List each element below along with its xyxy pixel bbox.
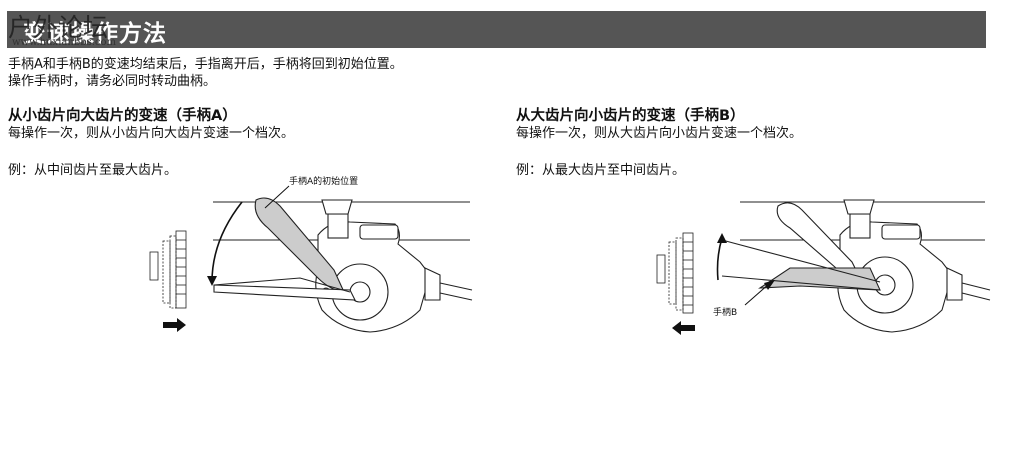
right-description: 每操作一次，则从大齿片向小齿片变速一个档次。 xyxy=(516,126,803,141)
right-cassette-sprockets xyxy=(656,232,694,314)
left-cassette-sprockets xyxy=(149,230,187,309)
right-callout-leader xyxy=(744,282,771,306)
left-shifter-body xyxy=(213,199,473,333)
left-lever-a xyxy=(213,197,356,301)
watermark-logo: 户外论坛 xyxy=(8,13,109,42)
left-callout-label: 手柄A的初始位置 xyxy=(289,177,359,187)
intro-line-1: 手柄A和手柄B的变速均结束后，手指离开后，手柄将回到初始位置。 xyxy=(8,57,403,72)
intro-line-2: 操作手柄时，请务必同时转动曲柄。 xyxy=(8,74,217,89)
right-motion-arc xyxy=(716,237,723,281)
right-callout-label: 手柄B xyxy=(713,308,738,318)
left-motion-arc xyxy=(211,201,243,283)
right-lever-b xyxy=(721,239,881,291)
left-example: 例：从中间齿片至最大齿片。 xyxy=(8,163,178,178)
right-shifter-body xyxy=(740,199,991,333)
right-heading: 从大齿片向小齿片的变速（手柄B） xyxy=(516,108,745,124)
watermark-url: www.huxianbbs.com xyxy=(12,37,117,48)
left-heading: 从小齿片向大齿片的变速（手柄A） xyxy=(8,108,237,124)
right-direction-arrow xyxy=(672,321,695,335)
left-description: 每操作一次，则从小齿片向大齿片变速一个档次。 xyxy=(8,126,295,141)
title-bar: 变速操作方法 xyxy=(7,11,986,48)
page-title: 变速操作方法 xyxy=(23,21,167,47)
left-callout-leader xyxy=(264,185,290,209)
left-direction-arrow xyxy=(163,318,186,332)
right-example: 例：从最大齿片至中间齿片。 xyxy=(516,163,686,178)
